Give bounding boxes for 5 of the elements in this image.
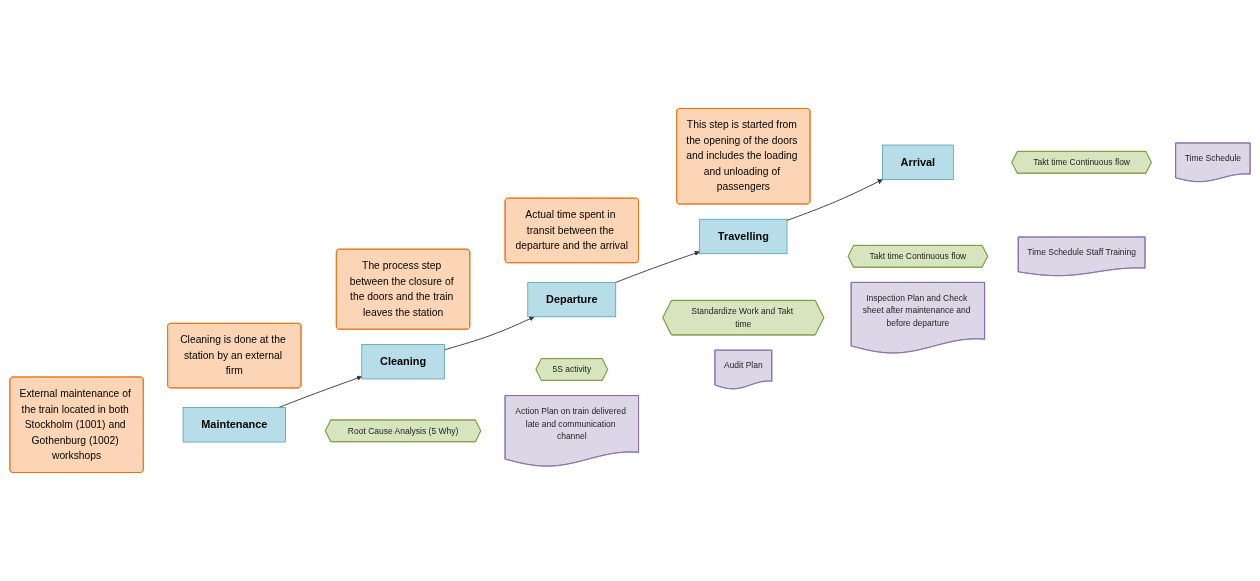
node-box: Cleaning — [361, 344, 445, 380]
node-box: Maintenance — [182, 407, 286, 443]
node-box: Travelling — [699, 218, 788, 255]
node-box: Departure — [527, 281, 617, 318]
node-box: Arrival — [882, 144, 954, 180]
